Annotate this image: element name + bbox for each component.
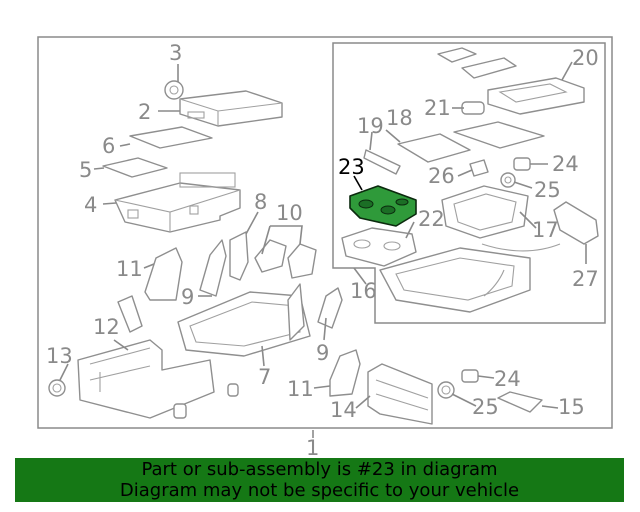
callout-23-highlighted: 23 [338, 155, 365, 179]
part-8-bracket [229, 231, 249, 281]
callout-18: 18 [386, 106, 413, 130]
callout-11-lower: 11 [287, 377, 314, 401]
part-17-bin [441, 185, 529, 239]
footer-banner: Part or sub-assembly is #23 in diagram D… [15, 458, 624, 502]
part-11-lower-panel [329, 349, 361, 397]
callout-13: 13 [46, 344, 73, 368]
callout-4: 4 [84, 193, 97, 217]
callout-19: 19 [357, 114, 384, 138]
banner-line-1: Part or sub-assembly is #23 in diagram [141, 459, 498, 480]
part-clip-b [227, 383, 239, 397]
part-21-latch [461, 101, 485, 115]
part-5-pad [102, 157, 168, 178]
callout-labels: 3 2 6 5 4 8 10 11 9 7 9 12 13 11 14 24 2… [46, 41, 599, 456]
part-9-upper-hinge [199, 239, 227, 297]
callout-20: 20 [572, 46, 599, 70]
callout-17: 17 [532, 218, 559, 242]
callout-7: 7 [258, 365, 271, 389]
callout-8: 8 [254, 190, 267, 214]
part-13-grommet [48, 379, 66, 397]
callout-25-lower: 25 [472, 395, 499, 419]
part-27-cable [481, 201, 599, 297]
part-9-lower-hinge [317, 287, 343, 329]
callout-11-upper: 11 [116, 257, 143, 281]
part-11-upper-panel [144, 247, 183, 301]
part-14-panel [367, 363, 433, 425]
callout-5: 5 [79, 158, 92, 182]
callout-26: 26 [428, 164, 455, 188]
callout-9-upper: 9 [181, 285, 194, 309]
part-3-knob [164, 80, 184, 100]
callout-9-lower: 9 [316, 341, 329, 365]
part-10-brackets [254, 239, 317, 279]
leader-lines [59, 61, 587, 438]
parts-diagram: 3 2 6 5 4 8 10 11 9 7 9 12 13 11 14 24 2… [37, 36, 613, 456]
part-25-upper-grommet [500, 172, 516, 188]
callout-16: 16 [350, 279, 377, 303]
callout-24-upper: 24 [552, 152, 579, 176]
part-tray-plate [453, 121, 545, 149]
part-20-lid [461, 57, 585, 115]
part-clip-a [173, 403, 187, 419]
part-24-upper-clip [513, 157, 531, 171]
outer-frame [37, 36, 613, 429]
inset-frame [332, 42, 606, 324]
callout-24-lower: 24 [494, 367, 521, 391]
callout-10: 10 [276, 201, 303, 225]
callout-25-upper: 25 [534, 178, 561, 202]
part-4-storage-bin [114, 172, 241, 233]
callout-1: 1 [306, 436, 319, 456]
banner-line-2: Diagram may not be specific to your vehi… [119, 480, 520, 501]
callout-2: 2 [138, 100, 151, 124]
part-26-clip [469, 159, 489, 177]
callout-14: 14 [330, 398, 357, 422]
part-2-armrest-pad [179, 90, 283, 127]
callout-15: 15 [558, 395, 585, 419]
part-19-strip [363, 149, 401, 175]
part-7-frame-assembly [177, 283, 311, 357]
part-23-insert-highlighted [349, 185, 417, 227]
callout-22: 22 [418, 207, 445, 231]
part-15-tray [497, 391, 543, 413]
callout-27: 27 [572, 267, 599, 291]
part-18-liner [397, 133, 471, 163]
callout-12: 12 [93, 315, 120, 339]
callout-6: 6 [102, 134, 115, 158]
part-12-base [77, 295, 215, 419]
part-25-lower-grommet [437, 381, 455, 399]
part-24-lower-clip [461, 369, 479, 383]
part-22-tray [341, 227, 417, 267]
callout-3: 3 [169, 41, 182, 65]
callout-21: 21 [424, 96, 451, 120]
part-16-base-tray [379, 247, 531, 313]
part-top-pad [437, 47, 477, 63]
part-6-plate [129, 126, 213, 149]
